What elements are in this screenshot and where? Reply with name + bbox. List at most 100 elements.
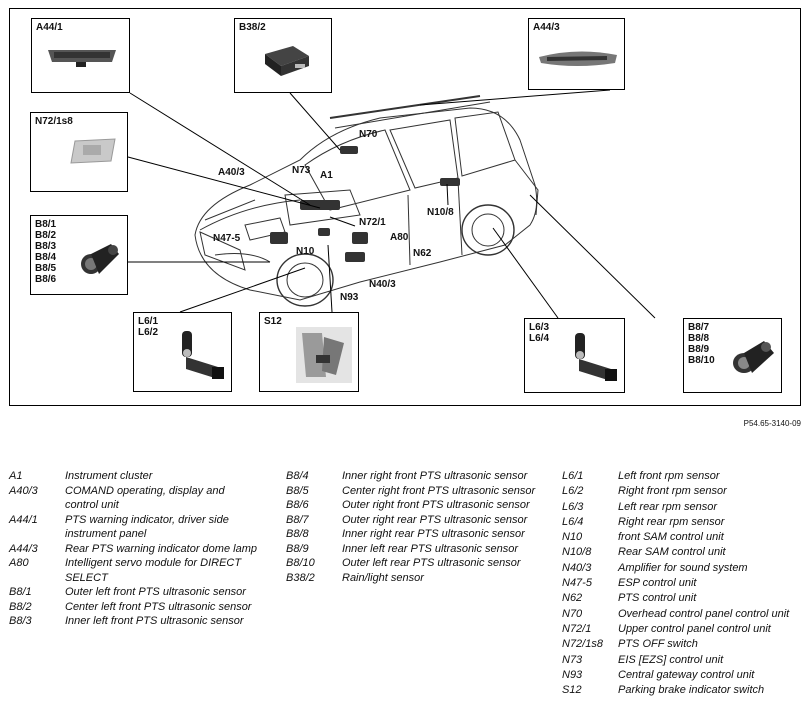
legend-code: L6/4 <box>562 515 584 528</box>
legend-desc: Rear SAM control unit <box>618 546 726 559</box>
legend-desc: Center left front PTS ultrasonic sensor <box>65 600 252 613</box>
label-a80: A80 <box>390 232 409 243</box>
callout-label: A44/3 <box>533 22 560 33</box>
pts-off-switch-icon <box>70 138 116 164</box>
parking-brake-switch-icon <box>296 327 352 383</box>
legend-desc: Outer left front PTS ultrasonic sensor <box>65 586 246 598</box>
legend-desc: PTS control unit <box>618 592 697 605</box>
diagram-frame <box>9 8 801 406</box>
legend-desc: Inner left rear PTS ultrasonic sensor <box>342 542 519 555</box>
legend-desc: Rear PTS warning indicator dome lamp <box>65 542 257 555</box>
legend-row: B8/1 Outer left front PTS ultrasonic sens… <box>9 585 259 600</box>
legend-row: N72/1s8 PTS OFF switch <box>562 637 802 652</box>
label-a40-3: A40/3 <box>218 167 245 178</box>
legend-column-2: B8/4 Inner right front PTS ultrasonic sen… <box>286 469 536 585</box>
callout-label: N72/1s8 <box>35 116 73 127</box>
legend-row: A44/1 PTS warning indicator, driver side … <box>9 513 259 542</box>
legend-code: N73 <box>562 653 583 666</box>
legend-code: A44/1 <box>9 513 38 526</box>
legend-row: B8/9 Inner left rear PTS ultrasonic senso… <box>286 542 536 557</box>
legend-desc: Inner right rear PTS ultrasonic sensor <box>342 528 525 540</box>
callout-a44-1: A44/1 <box>31 18 130 93</box>
figure-code: P54.65-3140-09 <box>743 419 801 428</box>
legend-code: B8/3 <box>9 615 32 627</box>
legend-desc: Amplifier for sound system <box>618 561 748 574</box>
legend-desc: Inner right front PTS ultrasonic sensor <box>342 470 528 482</box>
legend-row: B8/3 Inner left front PTS ultrasonic sens… <box>9 614 259 629</box>
callout-front-pts-sensors: B8/1 B8/2 B8/3 B8/4 B8/5 B8/6 <box>30 215 128 295</box>
rain-light-sensor-icon <box>265 46 309 76</box>
label-n10: N10 <box>296 246 315 257</box>
legend-row: B8/8 Inner right rear PTS ultrasonic sens… <box>286 527 536 542</box>
legend-desc: Left front rpm sensor <box>618 470 720 482</box>
legend-code: B38/2 <box>286 571 315 584</box>
callout-n72-1s8: N72/1s8 <box>30 112 128 192</box>
legend-code: A40/3 <box>9 484 38 497</box>
legend-code: B8/1 <box>9 586 32 598</box>
legend-code: B8/7 <box>286 513 309 526</box>
callout-l6-front: L6/1 L6/2 <box>133 312 232 392</box>
legend-desc: Inner left front PTS ultrasonic sensor <box>65 615 244 627</box>
callout-b38-2: B38/2 <box>234 18 332 93</box>
legend-code: N47-5 <box>562 577 592 590</box>
legend-code: N10/8 <box>562 546 592 559</box>
legend-desc: Center right front PTS ultrasonic sensor <box>342 484 536 497</box>
pts-warning-indicator-icon <box>48 50 116 67</box>
legend-desc: EIS [EZS] control unit <box>618 653 724 666</box>
legend-row: B8/10 Outer left rear PTS ultrasonic sens… <box>286 556 536 571</box>
components <box>270 146 460 262</box>
legend-code: N40/3 <box>562 561 592 574</box>
legend-desc: Rain/light sensor <box>342 571 424 584</box>
label-n73: N73 <box>292 165 311 176</box>
legend-desc: COMAND operating, display and control un… <box>65 484 225 512</box>
ultrasonic-sensor-icon <box>733 341 774 373</box>
callout-label: L6/3 L6/4 <box>529 322 550 344</box>
legend-code: A1 <box>9 470 23 482</box>
legend-code: B8/10 <box>286 557 315 569</box>
label-n93: N93 <box>340 292 359 303</box>
legend-code: B8/2 <box>9 600 32 613</box>
legend-code: L6/3 <box>562 500 584 513</box>
callout-label: B8/7 B8/8 B8/9 B8/10 <box>688 322 715 366</box>
legend-code: N72/1s8 <box>562 638 603 651</box>
legend-code: S12 <box>562 684 582 697</box>
legend-desc: Outer left rear PTS ultrasonic sensor <box>342 557 521 569</box>
legend-code: B8/8 <box>286 528 309 540</box>
legend-code: N72/1 <box>562 622 592 635</box>
legend-code: A80 <box>9 557 29 569</box>
legend-row: B38/2 Rain/light sensor <box>286 571 536 586</box>
label-n10-8: N10/8 <box>427 207 454 218</box>
label-n40-3: N40/3 <box>369 279 396 290</box>
legend-desc: Left rear rpm sensor <box>618 500 718 513</box>
legend-code: B8/4 <box>286 470 309 482</box>
legend-code: N93 <box>562 668 583 681</box>
callout-label: L6/1 L6/2 <box>138 316 159 338</box>
legend-row: B8/4 Inner right front PTS ultrasonic sen… <box>286 469 536 484</box>
legend-desc: PTS warning indicator, driver side instr… <box>65 513 229 541</box>
legend-row: L6/3 Left rear rpm sensor <box>562 500 802 515</box>
legend-row: B8/2 Center left front PTS ultrasonic sen… <box>9 600 259 615</box>
label-n70: N70 <box>359 129 378 140</box>
legend-desc: PTS OFF switch <box>618 638 698 651</box>
rpm-sensor-icon <box>575 333 617 381</box>
legend-code: B8/9 <box>286 542 309 555</box>
legend-code: L6/1 <box>562 470 584 482</box>
label-a1: A1 <box>320 170 333 181</box>
legend-desc: front SAM control unit <box>618 531 724 544</box>
callout-label: B8/1 B8/2 B8/3 B8/4 B8/5 B8/6 <box>35 219 57 285</box>
